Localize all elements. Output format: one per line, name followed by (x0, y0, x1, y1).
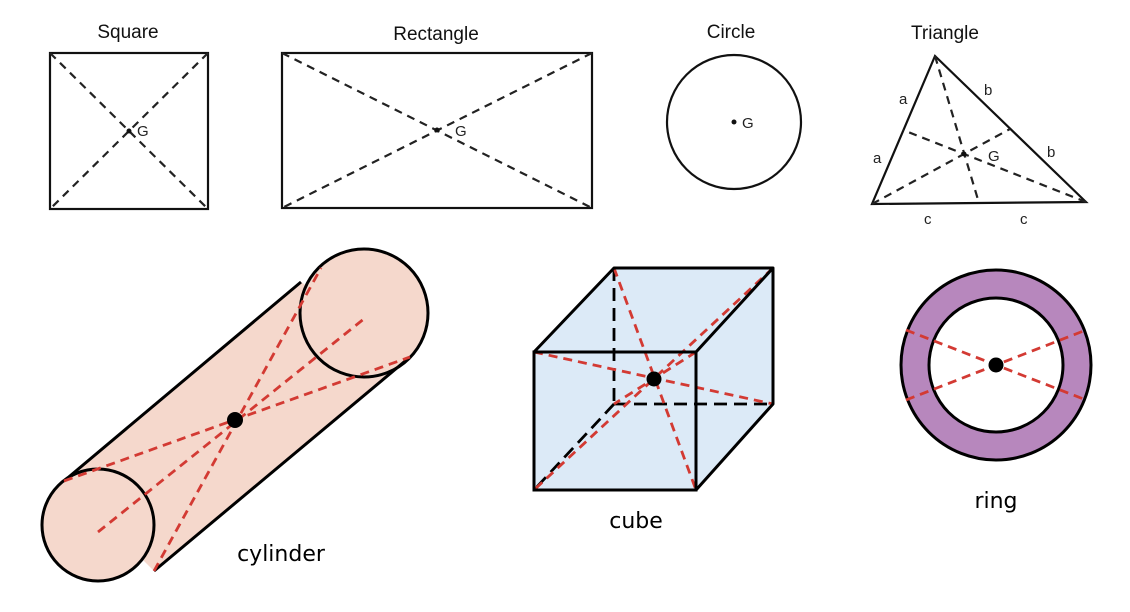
triangle-centroid-point (961, 151, 967, 157)
cube-space-diagonal-3 (533, 266, 774, 492)
triangle-side-label-c-right: c (1020, 211, 1028, 228)
cube-front-face-outline (532, 350, 698, 492)
triangle-centroid-label: G (988, 148, 1000, 165)
cube-top-right-edge (694, 266, 775, 354)
cylinder-top-face-outline (298, 247, 430, 379)
ring-figure: ring (899, 268, 1093, 514)
cube-figure: cube (532, 266, 775, 534)
triangle-outline (870, 54, 1089, 206)
cylinder-upper-side-edge (63, 280, 302, 483)
ring-inner-edge (927, 296, 1065, 434)
square-outline (48, 51, 210, 211)
cylinder-caption: cylinder (237, 542, 326, 567)
triangle-side-label-a-lower: a (873, 150, 882, 167)
cube-space-diagonal-2 (612, 267, 698, 491)
triangle-side-label-c-left: c (924, 211, 932, 228)
ring-centroid-point (988, 357, 1004, 373)
triangle-median-top (933, 55, 981, 204)
square-diagonal-2 (49, 52, 209, 210)
rectangle-centroid-point (434, 127, 440, 133)
triangle-median-right (902, 128, 1087, 204)
circle-outline (665, 53, 803, 191)
triangle-side-label-b-lower: b (1047, 144, 1055, 161)
square-title: Square (97, 22, 158, 43)
triangle-title: Triangle (911, 23, 979, 44)
ring-band (901, 270, 1091, 460)
cylinder-bottom-face (42, 469, 154, 581)
cube-centroid-point (646, 371, 662, 387)
square-figure: Square G (48, 22, 210, 211)
triangle-side-label-b-upper: b (984, 82, 992, 99)
square-centroid-label: G (137, 123, 149, 140)
circle-centroid-label: G (742, 115, 754, 132)
cylinder-lower-side-edge (153, 355, 411, 573)
cube-caption: cube (609, 509, 663, 534)
cylinder-centroid-point (227, 412, 243, 428)
rectangle-title: Rectangle (393, 24, 479, 45)
ring-caption: ring (974, 489, 1017, 514)
rectangle-figure: Rectangle G (280, 24, 594, 210)
circle-centroid-point (731, 119, 737, 125)
square-diagonal-1 (49, 52, 209, 210)
triangle-median-left (871, 128, 1011, 205)
rectangle-centroid-label: G (455, 123, 467, 140)
cylinder-figure: cylinder (40, 247, 430, 583)
circle-title: Circle (707, 22, 756, 43)
triangle-figure: Triangle G a a b b c c (870, 23, 1089, 228)
rectangle-outline (280, 51, 594, 210)
circle-figure: Circle G (665, 22, 803, 191)
cylinder-top-face (300, 249, 428, 377)
square-centroid-point (126, 128, 132, 134)
triangle-side-label-a-upper: a (899, 91, 908, 108)
ring-outer-edge (899, 268, 1093, 462)
